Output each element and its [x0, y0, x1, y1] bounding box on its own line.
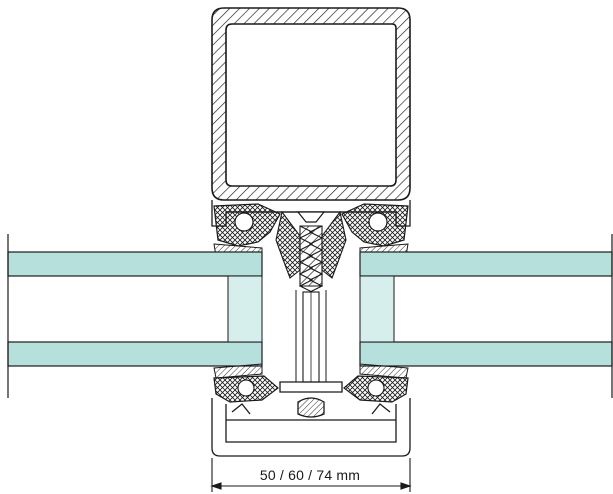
gap-lines	[261, 252, 361, 382]
glass-right	[359, 251, 613, 367]
dimension-label: 50 / 60 / 74 mm	[259, 467, 361, 483]
lower-gasket-right	[343, 363, 409, 403]
upper-gasket-right	[341, 203, 409, 259]
central-clip	[275, 210, 347, 287]
glass-left	[7, 251, 263, 367]
dimension-line	[210, 458, 412, 492]
break-lines	[7, 234, 613, 398]
cover-cap	[211, 381, 411, 457]
upper-gasket-left	[213, 203, 281, 259]
screw	[296, 211, 326, 383]
mullion-tube	[211, 7, 411, 201]
lower-gasket-left	[213, 363, 279, 403]
